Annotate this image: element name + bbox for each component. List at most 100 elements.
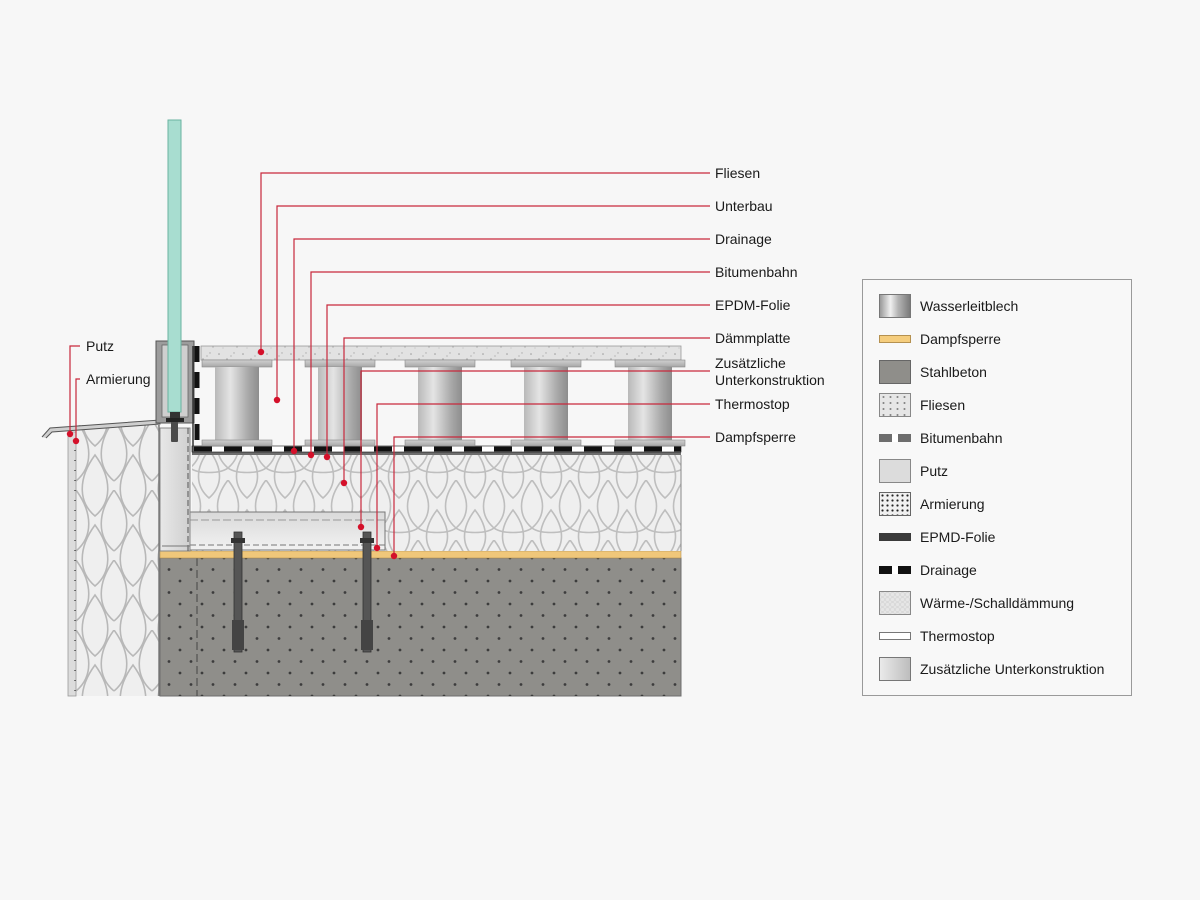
callout-dot-zusaetzliche (357, 523, 365, 531)
additional-substructure (189, 511, 386, 551)
label-drainage: Drainage (715, 231, 772, 247)
metal-gradient-swatch-icon (879, 294, 911, 318)
callout-dot-thermostop (373, 544, 381, 552)
callout-dot-daemmplatte (340, 479, 348, 487)
callout-dot-fliesen (257, 348, 265, 356)
pedestal-group (201, 359, 686, 447)
callout-line-armierung (75, 378, 80, 441)
parapet-substructure (159, 427, 191, 552)
label-fliesen: Fliesen (715, 165, 761, 181)
legend-item-stahlbeton: Stahlbeton (863, 359, 1131, 385)
legend-item-dampfsperre: Dampfsperre (863, 326, 1131, 352)
callout-lines (66, 172, 710, 560)
callout-line-epdm (326, 304, 710, 457)
pedestal-base-plate (201, 439, 273, 447)
callout-dot-bitumenbahn (307, 451, 315, 459)
pedestal (201, 359, 273, 447)
label-thermostop: Thermostop (715, 396, 790, 412)
legend-item-thermostop: Thermostop (863, 623, 1131, 649)
callout-dot-epdm (323, 453, 331, 461)
legend-label: Armierung (920, 496, 985, 512)
callout-line-zusaetzliche (360, 370, 710, 527)
concrete-swatch-icon (879, 360, 911, 384)
legend-label: Stahlbeton (920, 364, 987, 380)
legend-item-bitumenbahn: Bitumenbahn (863, 425, 1131, 451)
legend-item-drainage: Drainage (863, 557, 1131, 583)
pedestal (404, 359, 476, 447)
speckled-swatch-icon (879, 393, 911, 417)
label-daemmplatte: Dämmplatte (715, 330, 791, 346)
callout-line-putz (69, 345, 80, 434)
wall-plaster (67, 431, 77, 697)
legend-label: EPMD-Folie (920, 529, 996, 545)
legend-item-epmd-folie: EPMD-Folie (863, 524, 1131, 550)
legend-label: Drainage (920, 562, 977, 578)
legend-item-putz: Putz (863, 458, 1131, 484)
legend-label: Thermostop (920, 628, 995, 644)
pedestal-base-plate (614, 439, 686, 447)
pedestal-shaft (215, 367, 259, 440)
label-zusaetzliche-line2: Unterkonstruktion (715, 372, 825, 388)
pedestal-top-plate (201, 359, 273, 368)
railing-bolt (171, 420, 178, 442)
pedestal-top-plate (404, 359, 476, 368)
railing-bolt-head (166, 418, 184, 422)
legend-label: Dampfsperre (920, 331, 1001, 347)
grey-gradient-swatch-icon (879, 657, 911, 681)
label-epdm-folie: EPDM-Folie (715, 297, 791, 313)
white-strip-swatch-icon (879, 632, 911, 640)
tiles-pattern (201, 346, 681, 360)
callout-line-drainage (293, 238, 710, 451)
pedestal-base-plate (510, 439, 582, 447)
callout-line-daemmplatte (343, 337, 710, 483)
anchor-bolt-right (360, 531, 374, 653)
callout-line-unterbau (276, 205, 710, 400)
callout-dot-unterbau (273, 396, 281, 404)
legend-panel: Wasserleitblech Dampfsperre Stahlbeton F… (862, 279, 1132, 696)
concrete-slab-pattern (160, 558, 681, 696)
anchor-bolt-left (231, 531, 245, 653)
callout-dot-dampfsperre (390, 552, 398, 560)
grey-dashed-strip-swatch-icon (879, 434, 911, 442)
label-putz: Putz (86, 338, 115, 354)
label-dampfsperre: Dampfsperre (715, 429, 796, 445)
label-unterbau: Unterbau (715, 198, 773, 214)
legend-label: Putz (920, 463, 949, 479)
dotted-swatch-icon (879, 492, 911, 516)
pedestal (304, 359, 376, 447)
dark-strip-swatch-icon (879, 533, 911, 541)
legend-label: Fliesen (920, 397, 966, 413)
callout-line-thermostop (376, 403, 710, 548)
pedestal-base-plate (304, 439, 376, 447)
legend-item-armierung: Armierung (863, 491, 1131, 517)
callout-line-bitumenbahn (310, 271, 710, 455)
legend-label: Zusätzliche Unterkonstruktion (920, 661, 1105, 677)
wall-insulation-pattern (76, 425, 159, 696)
pedestal-top-plate (614, 359, 686, 368)
label-armierung: Armierung (86, 371, 151, 387)
legend-label: Wärme-/Schalldämmung (920, 595, 1075, 611)
legend-item-waermedaemmung: Wärme-/Schalldämmung (863, 590, 1131, 616)
label-bitumenbahn: Bitumenbahn (715, 264, 798, 280)
yellow-strip-swatch-icon (879, 335, 911, 343)
bitumen-layer (192, 451, 681, 455)
light-grey-swatch-icon (879, 459, 911, 483)
railing-clamp (170, 412, 180, 420)
pedestal (614, 359, 686, 447)
label-zusaetzliche-line1: Zusätzliche (715, 355, 786, 371)
pedestal-top-plate (510, 359, 582, 368)
glass-panel (167, 119, 182, 413)
legend-item-zusaetzliche-unterkonstruktion: Zusätzliche Unterkonstruktion (863, 656, 1131, 682)
legend-item-wasserleitblech: Wasserleitblech (863, 293, 1131, 319)
callout-line-dampfsperre (393, 436, 710, 556)
pedestal (510, 359, 582, 447)
pedestal-base-plate (404, 439, 476, 447)
pedestal-top-plate (304, 359, 376, 368)
callout-dot-putz (66, 430, 74, 438)
legend-label: Bitumenbahn (920, 430, 1003, 446)
black-dashed-strip-swatch-icon (879, 566, 911, 574)
pedestal-shaft (318, 367, 362, 440)
callout-dot-armierung (72, 437, 80, 445)
legend-item-fliesen: Fliesen (863, 392, 1131, 418)
